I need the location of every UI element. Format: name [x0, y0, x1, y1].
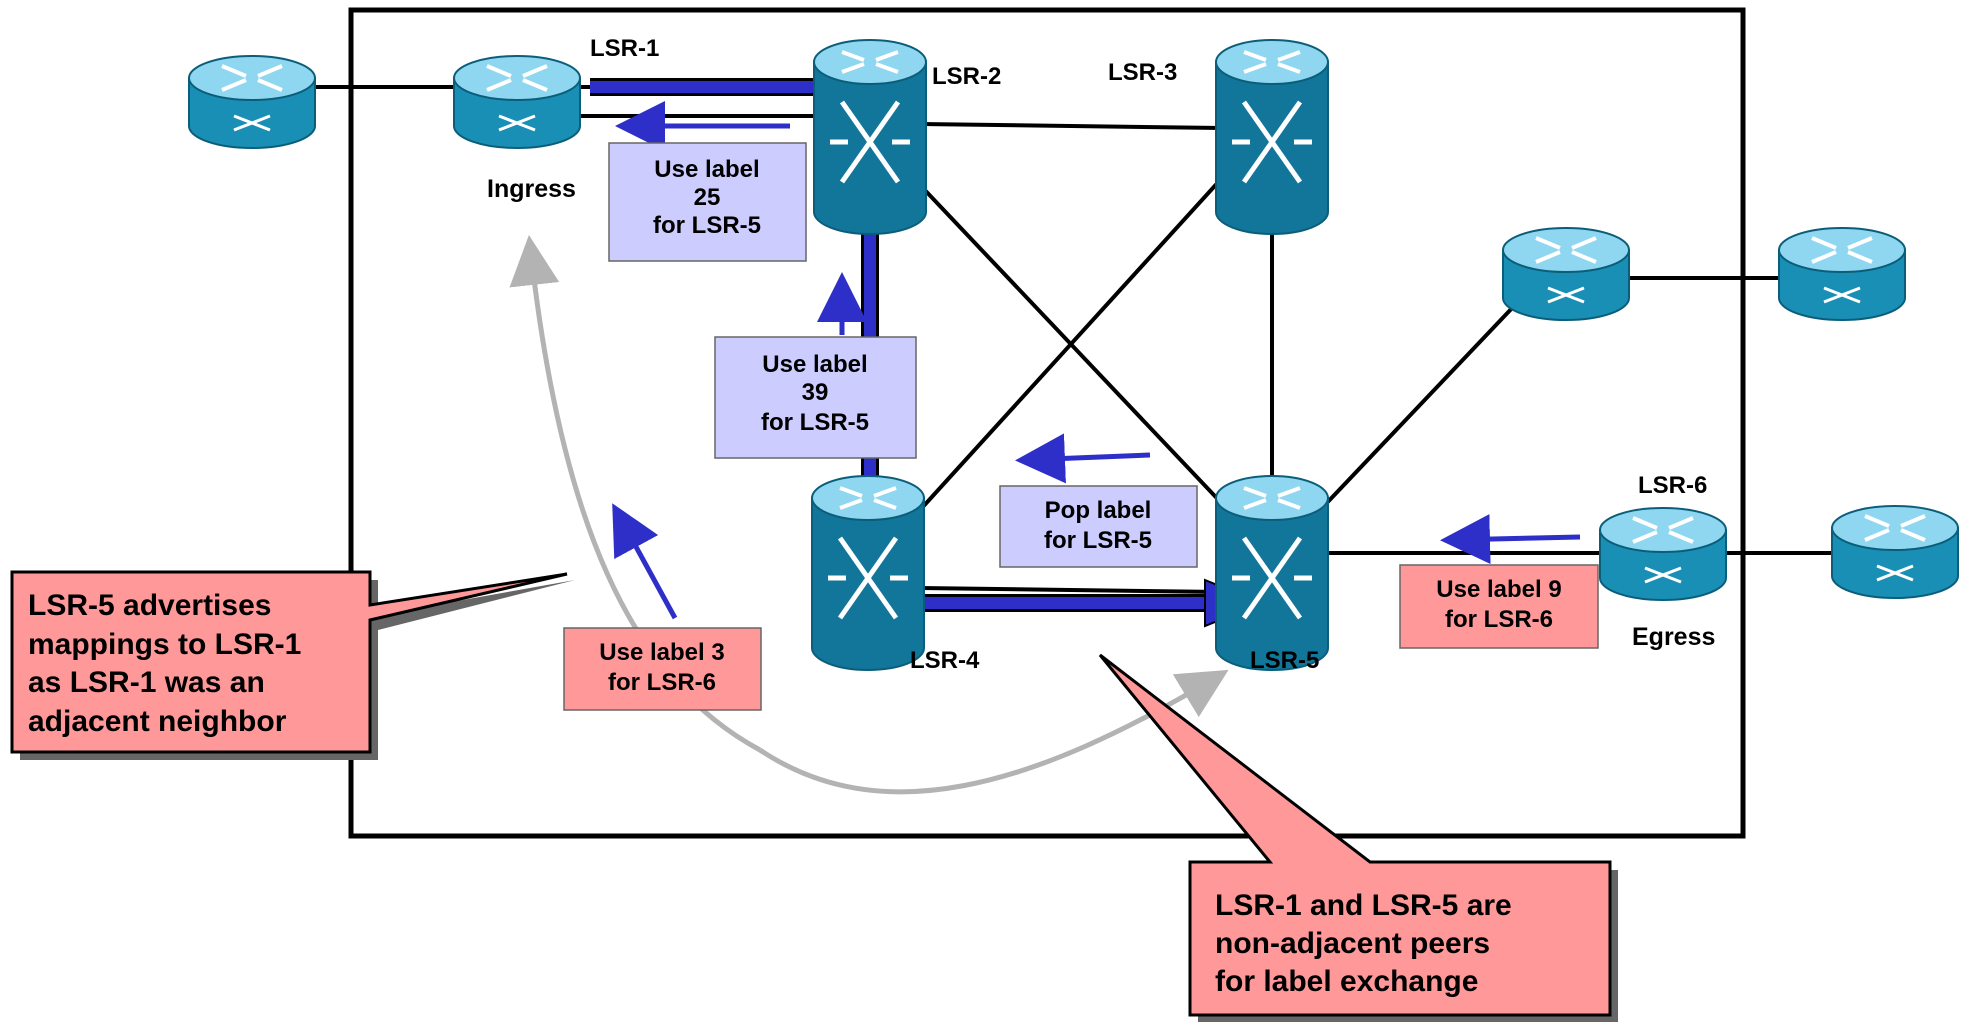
switch-lsr4-arrows-icon	[839, 486, 897, 510]
lsr1-name: LSR-1	[590, 35, 659, 62]
label-box-25: Use label 25 for LSR-5	[608, 142, 807, 262]
label-box-39: Use label 39 for LSR-5	[714, 336, 917, 459]
router-external-left-arrows-icon	[221, 64, 283, 92]
switch-lsr3-arrows-icon	[1243, 50, 1301, 74]
callout-left-line1: LSR-5 advertises	[28, 589, 271, 622]
pop-line2: for LSR-5	[1044, 527, 1152, 554]
label-box-3: Use label 3 for LSR-6	[563, 627, 762, 711]
lsr5-name: LSR-5	[1250, 647, 1319, 674]
switch-lsr4	[811, 475, 925, 671]
router-lsr6-egress-arrows-icon	[1632, 516, 1694, 544]
router-lsr6-egress	[1599, 507, 1727, 601]
arrow-pop	[1015, 433, 1151, 484]
router-lsr1-ingress	[453, 55, 581, 149]
callout-left-line2: mappings to LSR-1	[28, 628, 301, 661]
callout-bottom-line1: LSR-1 and LSR-5 are	[1215, 889, 1512, 922]
lsr6-role: Egress	[1632, 623, 1715, 651]
link-lsr4-lsr5	[919, 586, 1223, 594]
label-box-9: Use label 9 for LSR-6	[1399, 564, 1599, 649]
switch-lsr2	[813, 39, 927, 235]
label9-line1: Use label 9	[1436, 576, 1561, 603]
callout-left-line4: adjacent neighbor	[28, 705, 287, 738]
switch-lsr5	[1215, 475, 1329, 671]
curve-to-lsr1	[509, 235, 762, 753]
links	[300, 85, 1835, 594]
lsr3-name: LSR-3	[1108, 59, 1177, 86]
link-lsr2-lsr5	[918, 183, 1232, 514]
label39-line1: Use label	[762, 351, 867, 378]
callout-bottom-line3: for label exchange	[1215, 965, 1478, 998]
label-arrows	[612, 101, 1581, 620]
switch-lsr3	[1215, 39, 1329, 235]
label-box-pop: Pop label for LSR-5	[999, 485, 1198, 568]
link-lsr5-right-router	[1320, 303, 1517, 510]
label3-line2: for LSR-6	[608, 669, 716, 696]
router-external-right-upper-arrows-icon	[1811, 236, 1873, 264]
link-lsr4-lsr3	[918, 176, 1224, 512]
switch-lsr2-arrows-icon	[841, 50, 899, 74]
switch-lsr5-arrows-icon	[1243, 486, 1301, 510]
label3-line1: Use label 3	[599, 639, 724, 666]
callout-left: LSR-5 advertises mappings to LSR-1 as LS…	[10, 570, 575, 760]
router-external-right-lower	[1831, 505, 1959, 599]
label39-line2: 39	[802, 379, 829, 406]
lsr6-name: LSR-6	[1638, 472, 1707, 499]
lsr4-name: LSR-4	[910, 647, 980, 674]
label39-line3: for LSR-5	[761, 409, 869, 436]
callout-left-line3: as LSR-1 was an	[28, 666, 265, 699]
router-external-right-upper	[1778, 227, 1906, 321]
callout-bottom-line2: non-adjacent peers	[1215, 927, 1490, 960]
router-right-upper-arrows-icon	[1535, 236, 1597, 264]
router-right-upper	[1502, 227, 1630, 321]
label9-line2: for LSR-6	[1445, 606, 1553, 633]
lsr1-role: Ingress	[487, 175, 576, 203]
callout-bottom: LSR-1 and LSR-5 are non-adjacent peers f…	[1098, 653, 1618, 1022]
label25-line3: for LSR-5	[653, 212, 761, 239]
curve-to-lsr5	[758, 669, 1229, 795]
lsr2-name: LSR-2	[932, 63, 1001, 90]
router-external-right-lower-arrows-icon	[1864, 514, 1926, 542]
arrow-label3	[612, 503, 678, 620]
pop-line1: Pop label	[1045, 497, 1152, 524]
advertisement-curve	[509, 235, 1229, 795]
router-external-left	[188, 55, 316, 149]
router-lsr1-ingress-arrows-icon	[486, 64, 548, 92]
link-lsr2-lsr3	[919, 122, 1223, 130]
label25-line2: 25	[694, 184, 721, 211]
mpls-domain-frame	[348, 7, 1746, 839]
arrow-label9	[1440, 514, 1581, 565]
label25-line1: Use label	[654, 156, 759, 183]
